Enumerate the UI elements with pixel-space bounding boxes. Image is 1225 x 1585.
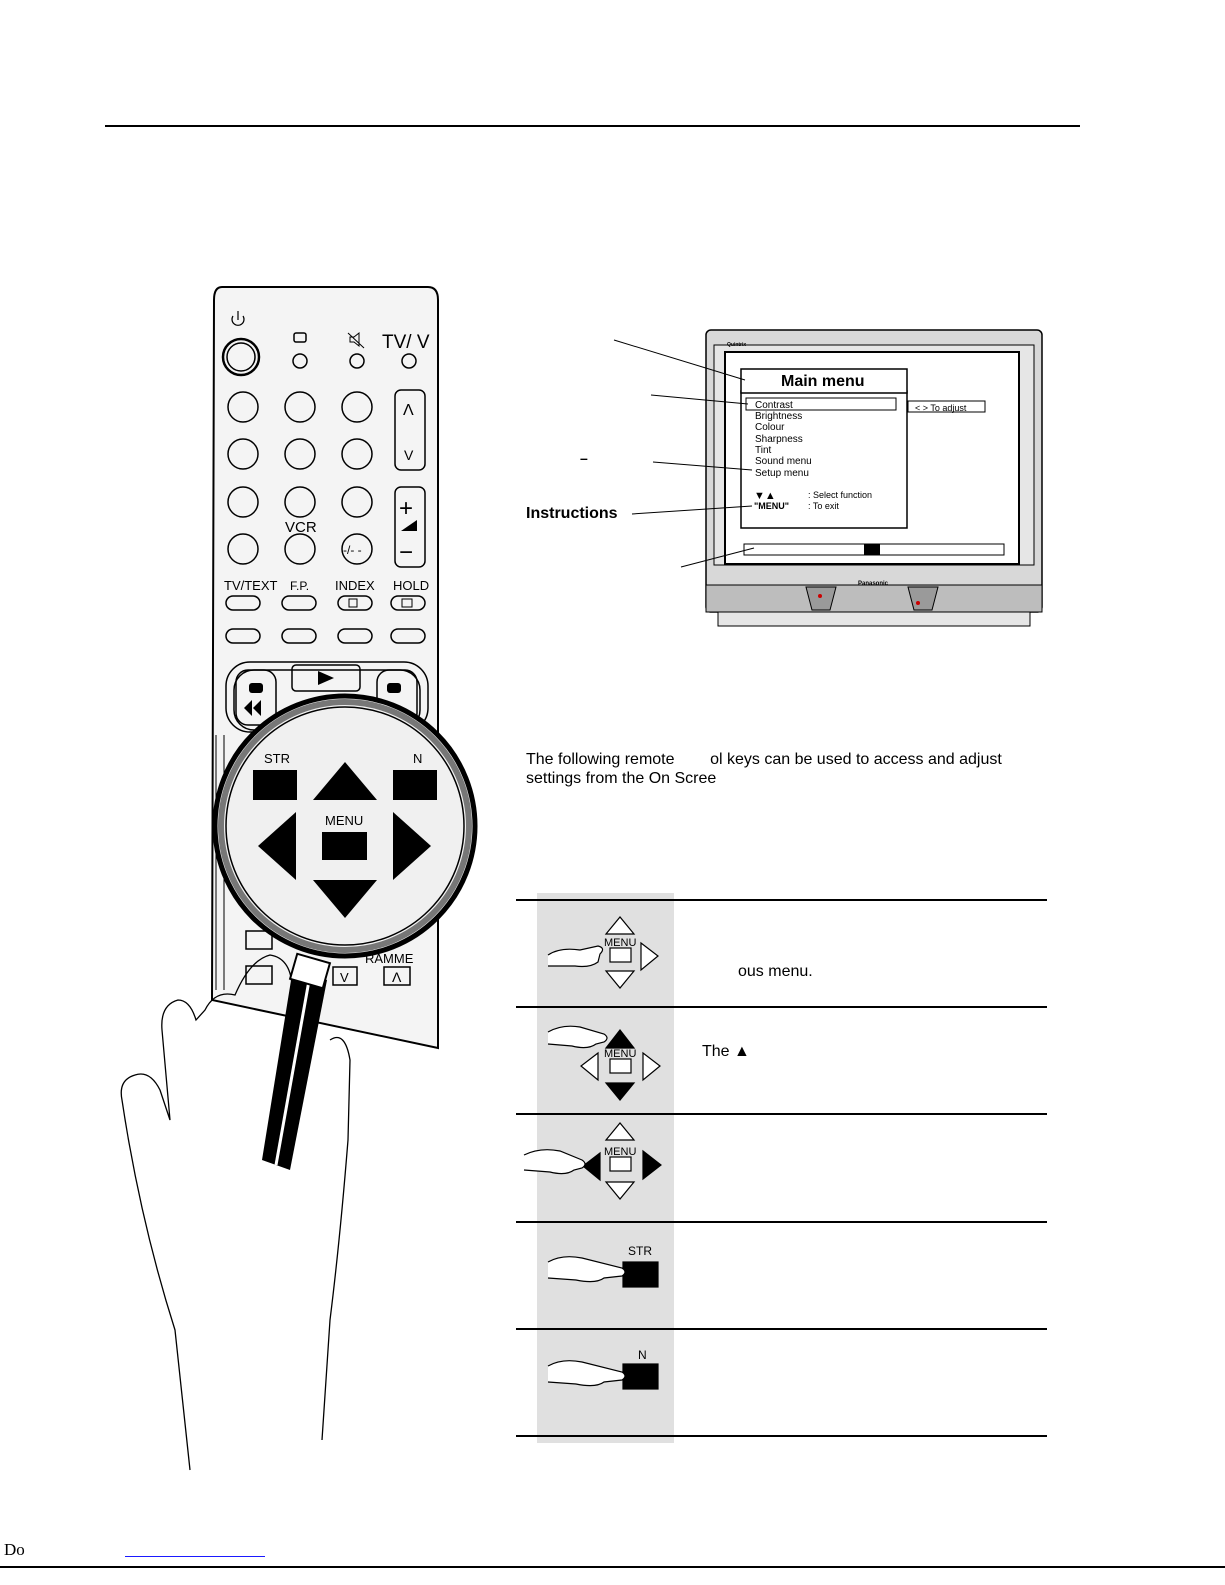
tv-brand-top: Quintrix	[727, 342, 746, 348]
row4-str-label: STR	[628, 1244, 652, 1258]
tv-screen-illustration: Quintrix Panasonic Main menu Contrast Br…	[705, 329, 1043, 627]
programme-up-label: Λ	[392, 969, 402, 985]
n-press-icon	[547, 1360, 659, 1390]
lens-menu-label: MENU	[325, 813, 363, 828]
main-menu-title: Main menu	[781, 373, 865, 390]
dash-mark: –	[580, 450, 588, 466]
footer-label: Do	[4, 1540, 25, 1559]
hold-label: HOLD	[393, 578, 429, 593]
menu-item-sharpness: Sharpness	[755, 434, 803, 445]
table-rule	[516, 1221, 1047, 1223]
index-label: INDEX	[335, 578, 375, 593]
exit-text: : To exit	[808, 501, 839, 511]
up-press-icon	[547, 1025, 661, 1101]
intro-line-1: The following remote ol keys can be used…	[526, 751, 1002, 768]
menu-item-colour: Colour	[755, 422, 785, 433]
table-rule	[516, 1435, 1047, 1437]
programme-down-label: V	[340, 970, 349, 985]
row1-menu-label: MENU	[604, 937, 636, 949]
row1-description: ous menu.	[738, 963, 813, 980]
adjust-hint: < > To adjust	[915, 403, 967, 413]
vcr-label: VCR	[285, 519, 317, 536]
channel-down-label: V	[404, 447, 414, 463]
footer-link-underline[interactable]	[125, 1556, 265, 1557]
lens-str-label: STR	[264, 751, 290, 766]
dash-key-label: -/- -	[343, 543, 362, 557]
bottom-rule	[0, 1566, 1225, 1568]
programme-label: RAMME	[365, 951, 414, 966]
select-function-text: : Select function	[808, 490, 872, 500]
remote-control-illustration: TV/ V VCR -/- - Λ V + − TV/TEXT F.P. IND…	[120, 286, 478, 1471]
menu-item-contrast: Contrast	[755, 400, 793, 411]
select-keys-icon: ▼▲	[754, 490, 776, 502]
tv-brand-bottom: Panasonic	[858, 581, 889, 587]
lens-n-label: N	[413, 751, 422, 766]
callout-leader-lines: –	[580, 339, 755, 568]
menu-item-tint: Tint	[755, 445, 772, 456]
table-rule	[516, 1328, 1047, 1330]
menu-press-icon	[547, 916, 659, 989]
tv-v-label: TV/ V	[382, 332, 430, 353]
intro-line-2: settings from the On Scree	[526, 770, 717, 787]
instructions-label: Instructions	[526, 505, 618, 522]
table-rule	[516, 1113, 1047, 1115]
str-press-icon	[547, 1256, 659, 1288]
key-icons: MENU MENU MENU STR N	[523, 916, 662, 1390]
exit-key-label: "MENU"	[754, 501, 789, 511]
row2-description: The ▲	[702, 1043, 750, 1060]
menu-item-setup-menu: Setup menu	[755, 468, 809, 479]
row2-menu-label: MENU	[604, 1048, 636, 1060]
menu-item-sound-menu: Sound menu	[755, 456, 812, 467]
intro-paragraph: The following remote ol keys can be used…	[526, 750, 1046, 788]
volume-minus-label: −	[399, 539, 413, 566]
row5-n-label: N	[638, 1348, 647, 1362]
top-rule	[105, 125, 1080, 127]
menu-item-brightness: Brightness	[755, 411, 802, 422]
volume-plus-label: +	[399, 495, 413, 522]
tv-text-label: TV/TEXT	[224, 578, 278, 593]
left-right-press-icon	[523, 1122, 662, 1200]
row3-menu-label: MENU	[604, 1146, 636, 1158]
fp-label: F.P.	[290, 579, 309, 593]
table-rule	[516, 899, 1047, 901]
channel-up-label: Λ	[403, 402, 414, 419]
table-rule	[516, 1006, 1047, 1008]
